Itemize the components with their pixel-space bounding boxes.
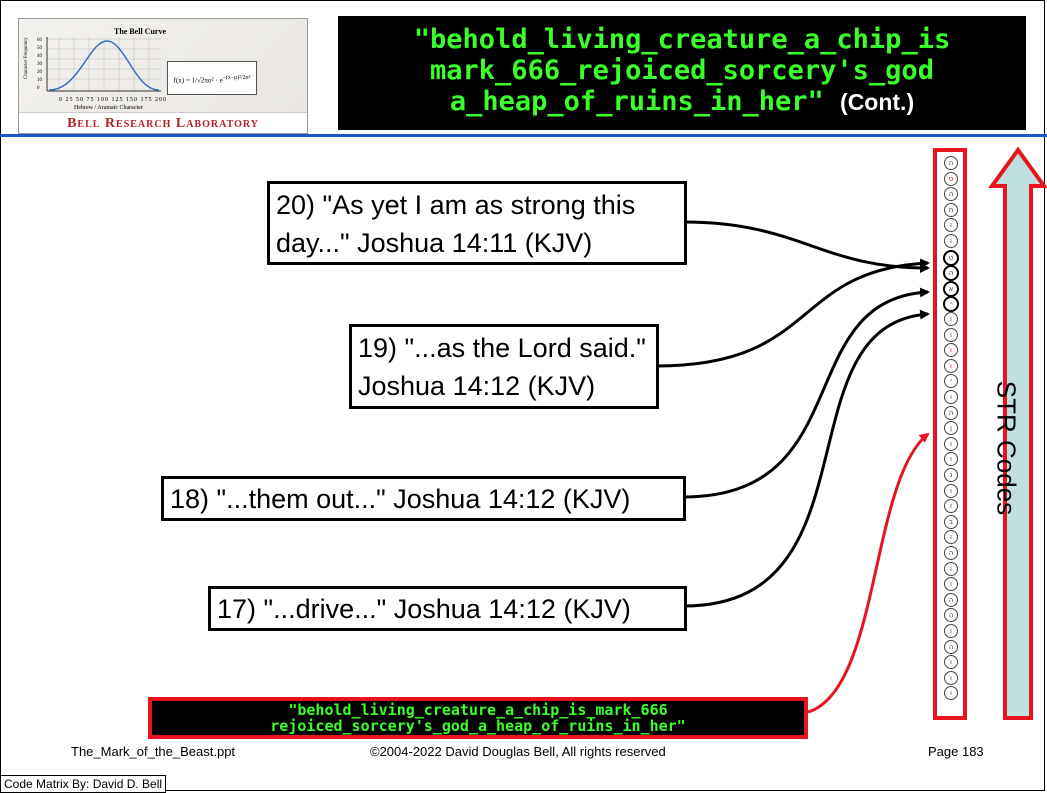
- logo-y-axis-label: Character Frequency: [24, 37, 29, 79]
- logo-brand-name: Bell Research Laboratory: [19, 112, 307, 133]
- logo-y-tick: 0: [37, 86, 40, 91]
- str-code-letter: ט: [943, 249, 959, 266]
- str-code-letter: ו: [944, 390, 958, 404]
- str-code-letter: ו: [944, 624, 958, 638]
- arrow-verse-19: [655, 258, 930, 368]
- verse-box-17: 17) "...drive..." Joshua 14:12 (KJV): [208, 586, 687, 631]
- logo-y-tick: 30: [37, 62, 43, 67]
- logo-y-tick: 60: [37, 38, 43, 43]
- str-code-letter: ו: [944, 234, 958, 248]
- str-code-letter: ה: [943, 265, 959, 282]
- gaussian-equation: f(x) = 1/√2πσ² · e−(x−μ)²/2σ²: [167, 61, 257, 95]
- str-codes-arrow: [988, 146, 1047, 720]
- str-code-letter: ה: [944, 405, 958, 420]
- str-code-letter: ו: [944, 436, 958, 451]
- footer-filename: The_Mark_of_the_Beast.ppt: [71, 744, 236, 759]
- str-code-letter: ה: [944, 187, 958, 202]
- str-code-letter: ו: [944, 358, 958, 373]
- str-code-letter: ו: [944, 577, 958, 592]
- arrow-bottom-phrase: [807, 432, 930, 714]
- verse-box-18: 18) "...them out..." Joshua 14:12 (KJV): [161, 476, 686, 521]
- str-code-letter: ו: [944, 452, 958, 467]
- logo-y-ticks: 60 50 40 30 20 10 0: [37, 38, 43, 91]
- arrow-verse-20: [683, 220, 930, 273]
- footer-copyright: ©2004-2022 David Douglas Bell, All right…: [370, 744, 666, 759]
- bottom-phrase-line-1: "behold_living_creature_a_chip_is_mark_6…: [288, 701, 668, 719]
- str-code-letter: ו: [944, 483, 958, 498]
- title-line-2: mark_666_rejoiced_sorcery's_god: [430, 55, 934, 86]
- footer-page-number: Page 183: [928, 744, 984, 759]
- verse-19-line-2: Joshua 14:12 (KJV): [358, 371, 596, 401]
- str-code-letter: ו: [944, 343, 958, 358]
- str-code-letter: ו: [944, 561, 958, 576]
- verse-box-20: 20) "As yet I am as strong this day..." …: [267, 181, 687, 265]
- str-code-letter: א: [943, 280, 959, 297]
- arrow-verse-18: [682, 287, 930, 499]
- logo-y-tick: 10: [37, 78, 43, 83]
- verse-18-line-1: 18) "...them out..." Joshua 14:12 (KJV): [170, 484, 631, 514]
- str-code-letter: ה: [944, 608, 958, 623]
- str-code-letter: ן: [944, 421, 958, 436]
- title-cont-label: (Cont.): [840, 89, 915, 115]
- logo-chart-title: The Bell Curve: [114, 27, 166, 36]
- str-code-letter: ח: [944, 202, 958, 217]
- str-code-letter: ו: [944, 655, 958, 670]
- str-code-letter: נ: [944, 468, 958, 482]
- str-code-letter: ט: [944, 171, 958, 186]
- logo-x-ticks: 0 25 50 75 100 125 150 175 200: [59, 97, 167, 103]
- verse-19-line-1: 19) "...as the Lord said.": [358, 333, 646, 363]
- str-codes-label: STR Codes: [991, 380, 1022, 516]
- title-line-1: "behold_living_creature_a_chip_is: [413, 24, 951, 55]
- str-code-letter: ו: [944, 218, 958, 233]
- bell-research-logo: The Bell Curve Character Frequency 60 50…: [18, 18, 308, 134]
- logo-x-axis-label: Hebrew / Aramaic Character: [74, 105, 143, 111]
- str-code-letter: ה: [944, 546, 958, 560]
- slide-title: "behold_living_creature_a_chip_is mark_6…: [338, 16, 1026, 130]
- str-code-letter: ה: [944, 639, 958, 654]
- header-divider: [0, 134, 1047, 137]
- code-matrix-credit: Code Matrix By: David D. Bell: [0, 775, 167, 793]
- str-code-letter: ה: [944, 592, 958, 607]
- str-code-letter: ו: [944, 327, 958, 342]
- logo-y-tick: 50: [37, 46, 43, 51]
- arrow-verse-17: [683, 309, 930, 608]
- verse-20-line-1: 20) "As yet I am as strong this: [276, 190, 636, 220]
- str-code-letter: י: [944, 374, 958, 389]
- verse-box-19: 19) "...as the Lord said." Joshua 14:12 …: [349, 324, 659, 409]
- str-code-letter: ב: [944, 514, 958, 529]
- verse-17-line-1: 17) "...drive..." Joshua 14:12 (KJV): [217, 594, 631, 624]
- verse-20-line-2: day..." Joshua 14:11 (KJV): [276, 228, 593, 258]
- str-code-letter: ו: [944, 670, 958, 685]
- bell-curve-graphic: Character Frequency 60 50 40 30 20 10 0: [24, 37, 161, 92]
- bottom-phrase-line-2: rejoiced_sorcery's_god_a_heap_of_ruins_i…: [270, 717, 686, 735]
- bottom-phrase-box: "behold_living_creature_a_chip_is_mark_6…: [148, 697, 808, 739]
- str-code-letter: ו: [944, 312, 958, 326]
- str-code-letter: ו: [944, 530, 958, 545]
- str-code-letter: י: [943, 296, 959, 313]
- title-line-3: a_heap_of_ruins_in_her": [449, 86, 824, 117]
- logo-y-tick: 40: [37, 54, 43, 59]
- str-code-letter: ו: [944, 686, 958, 701]
- logo-y-tick: 20: [37, 70, 43, 75]
- str-code-letter: ה: [944, 156, 958, 170]
- str-code-letter: ו: [944, 499, 958, 514]
